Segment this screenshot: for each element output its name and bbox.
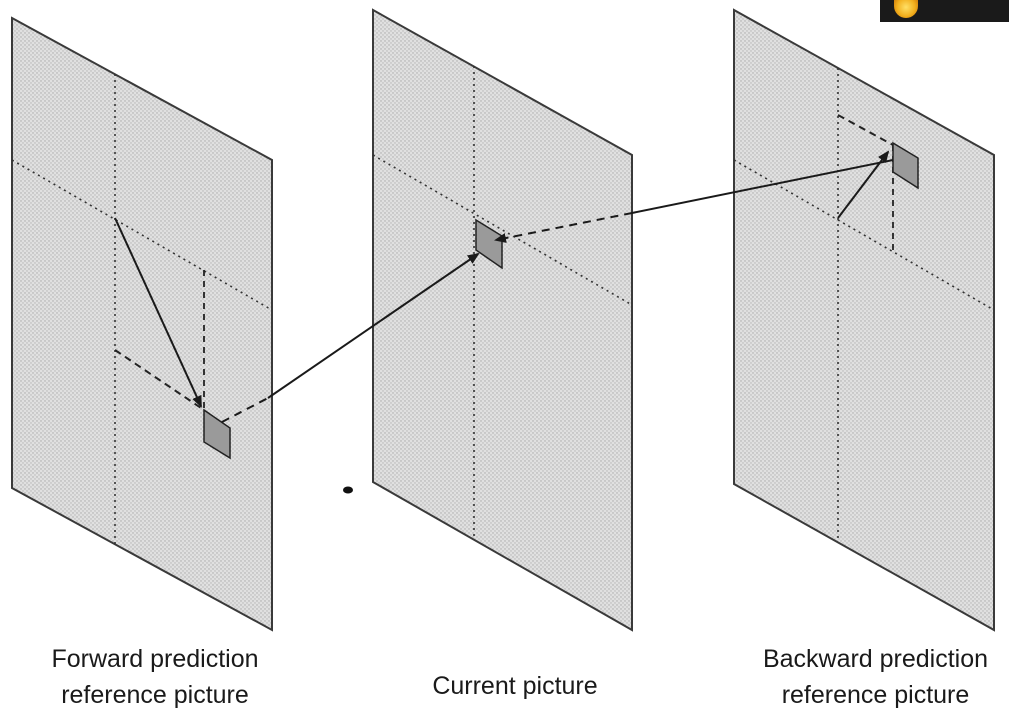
current-plane-guides bbox=[372, 66, 633, 540]
forward-plane-guides bbox=[11, 74, 273, 545]
forward-prediction-path bbox=[221, 252, 480, 423]
backward-reference-block bbox=[892, 141, 919, 190]
backward-prediction-path bbox=[494, 159, 894, 243]
badge-emblem-icon bbox=[894, 0, 918, 18]
forward-reference-caption: Forward prediction reference picture bbox=[20, 641, 290, 713]
backward-reference-plane bbox=[733, 8, 995, 632]
backward-reference-caption: Backward prediction reference picture bbox=[733, 641, 1009, 713]
current-macroblock bbox=[475, 218, 503, 270]
caption-line: Current picture bbox=[432, 672, 598, 700]
current-picture-caption: Current picture bbox=[400, 668, 630, 704]
forward-reference-block bbox=[203, 408, 231, 460]
ink-speck bbox=[343, 486, 353, 494]
caption-line: reference picture bbox=[61, 681, 249, 709]
caption-line: Backward prediction bbox=[762, 645, 989, 673]
caption-line: reference picture bbox=[781, 681, 970, 709]
caption-line: Forward prediction bbox=[51, 645, 259, 673]
current-picture-plane bbox=[372, 8, 633, 632]
forward-reference-plane bbox=[11, 16, 273, 632]
forward-motion-vector bbox=[114, 217, 202, 408]
backward-plane-guides bbox=[733, 68, 995, 542]
